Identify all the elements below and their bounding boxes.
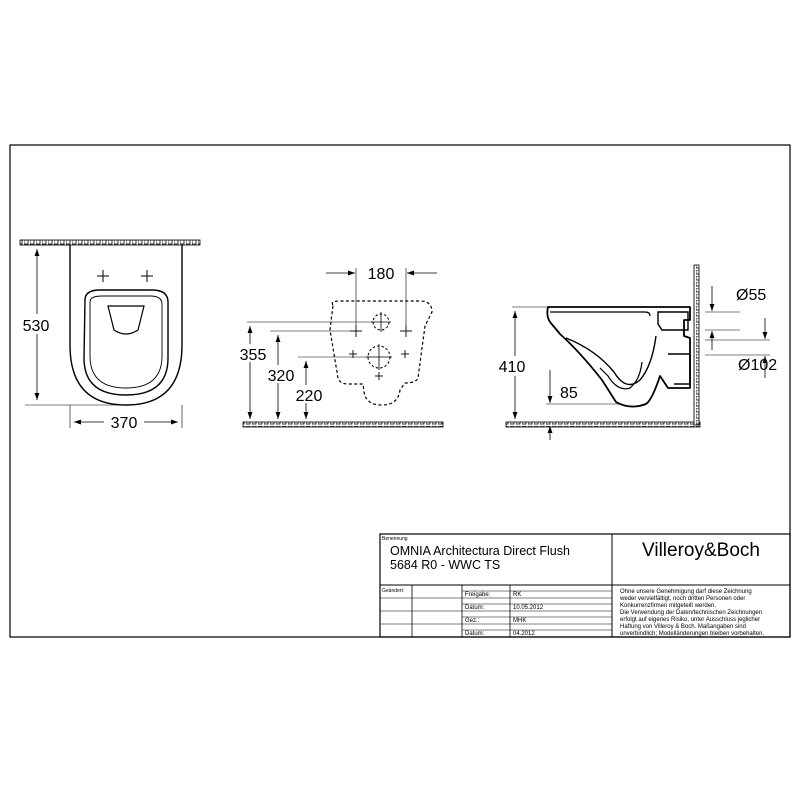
outlet-diameter-label: Ø102	[738, 357, 777, 374]
height-320-label: 320	[268, 368, 295, 385]
disclaimer-line: Die Verwendung der Daten/technischen Zei…	[620, 610, 762, 616]
rear-view: 180 355 320 220	[236, 266, 444, 428]
height-355-label: 355	[240, 347, 267, 364]
field-value-drawn-date: 04.2012	[513, 631, 535, 637]
bowl-outline	[69, 245, 183, 406]
fixing-bolt-lower-right	[401, 350, 409, 358]
inlet-diameter-label: Ø55	[736, 287, 766, 304]
rim-opening	[107, 305, 145, 335]
seat-inner-outline	[89, 295, 163, 389]
name-header: Benennung	[382, 536, 408, 542]
field-label-approval: Freigabe:	[465, 592, 491, 598]
disclaimer-line: unverbindlich; Modelländerungen bleiben …	[620, 631, 764, 637]
wall-hatch	[693, 264, 700, 426]
rear-outline-dashed	[329, 300, 433, 406]
fixing-bolt-bottom	[375, 372, 383, 380]
inlet-connection	[657, 311, 689, 331]
fixing-bolt-lower-left	[349, 350, 357, 358]
floor-hatch	[242, 421, 444, 428]
side-view: 410 85 Ø55 Ø102	[494, 264, 777, 440]
disclaimer-line: Haftung von Villeroy & Boch. Maßangaben …	[620, 624, 746, 630]
field-value-date: 10.05.2012	[513, 605, 544, 611]
depth-label: 530	[23, 318, 50, 335]
width-label: 370	[111, 415, 138, 432]
disclaimer-line: Konkurrenzfirmen mitgeteilt werden.	[620, 603, 716, 609]
field-label-drawn-date: Datum:	[465, 631, 485, 637]
field-label-drawn: Gez.:	[465, 618, 480, 624]
product-code: 5684 R0 - WWC TS	[390, 558, 500, 572]
field-value-approval: RK	[513, 592, 521, 598]
title-block: Benennung OMNIA Architectura Direct Flus…	[379, 533, 791, 638]
bowl-inner-curve	[565, 335, 657, 386]
height-220-label: 220	[296, 388, 323, 405]
hinge-mark-left	[97, 270, 109, 282]
disclaimer-line: erfolgt auf eigenes Risiko, unter Aussch…	[620, 617, 760, 623]
bowl-side-outline	[546, 306, 691, 408]
trap-curve	[599, 361, 643, 390]
fixing-hole-center	[366, 344, 392, 370]
hinge-mark-right	[141, 270, 153, 282]
fixing-bolt-right	[400, 325, 412, 337]
disclaimer-line: weder vervielfältigt, noch dritten Perso…	[619, 596, 745, 602]
rim-top	[550, 311, 651, 317]
field-label-date: Datum:	[465, 605, 485, 611]
changed-header: Geändert:	[382, 588, 404, 594]
height-85-label: 85	[560, 385, 578, 402]
bolt-spacing-label: 180	[368, 266, 395, 283]
disclaimer-line: Ohne unsere Genehmigung darf diese Zeich…	[620, 589, 752, 595]
wall-hatch	[19, 239, 201, 246]
height-410-label: 410	[499, 359, 526, 376]
product-name: OMNIA Architectura Direct Flush	[390, 544, 570, 558]
field-value-drawn: MHK	[513, 618, 526, 624]
top-view: 530 370	[18, 239, 201, 432]
brand-logo-text: Villeroy&Boch	[642, 540, 760, 561]
outlet-connection	[668, 353, 691, 385]
seat-outline	[83, 289, 169, 396]
floor-hatch	[505, 421, 701, 428]
